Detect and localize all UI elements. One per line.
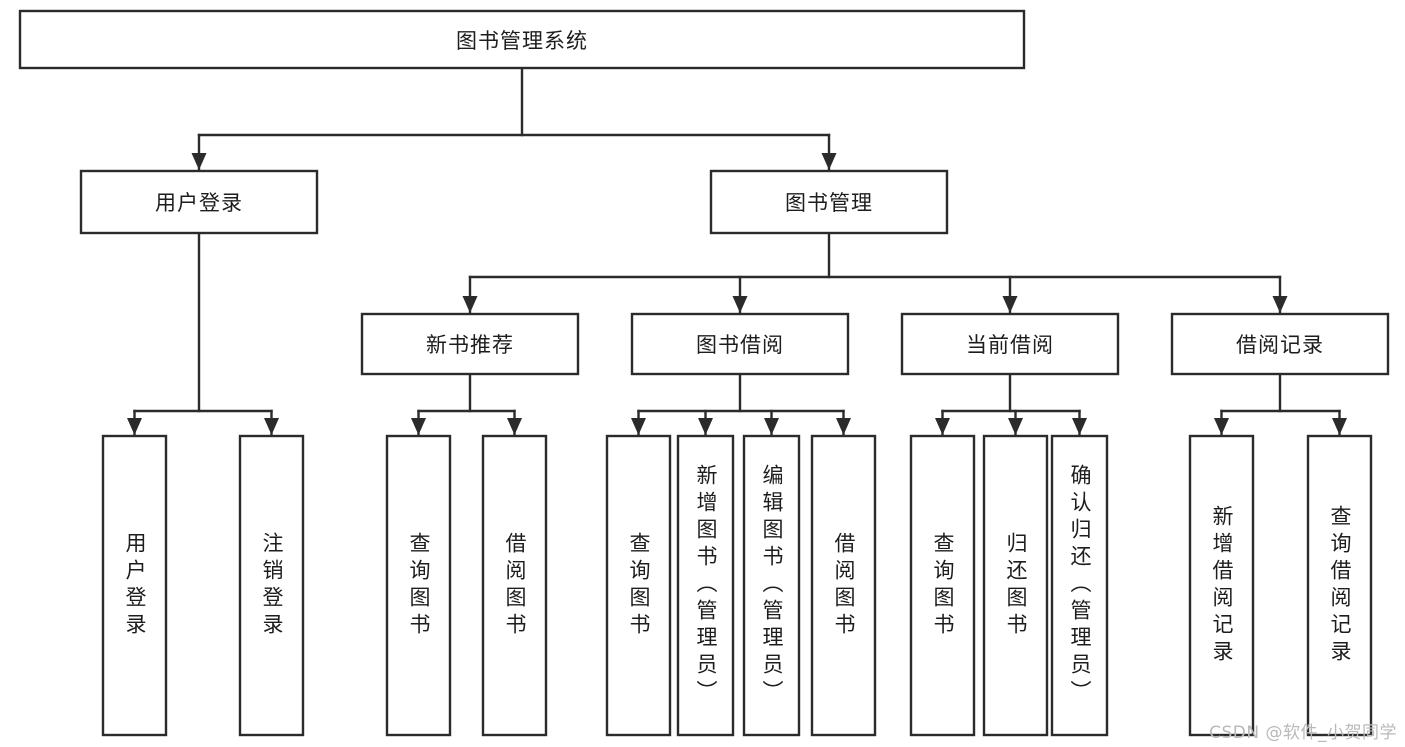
arrow-head-icon — [507, 418, 522, 435]
arrow-head-icon — [127, 418, 142, 435]
node-leaf-add-book[interactable] — [676, 434, 735, 737]
arrow-head-icon — [764, 418, 779, 435]
connector-layer — [127, 66, 1347, 437]
node-leaf-add-record[interactable] — [1188, 434, 1255, 737]
arrow-head-icon — [698, 418, 713, 435]
node-leaf-edit-book[interactable] — [742, 434, 801, 737]
node-root-system[interactable] — [18, 9, 1026, 70]
node-borrow-record[interactable] — [1170, 312, 1390, 376]
node-leaf-logout-login[interactable] — [238, 434, 305, 737]
arrow-head-icon — [191, 153, 207, 170]
node-box-layer — [18, 9, 1390, 737]
arrow-head-icon — [1008, 418, 1023, 435]
node-book-borrow[interactable] — [630, 312, 850, 376]
arrow-head-icon — [462, 296, 478, 313]
node-leaf-confirm-return[interactable] — [1050, 434, 1109, 737]
arrow-head-icon — [264, 418, 279, 435]
node-user-login[interactable] — [79, 169, 319, 235]
node-leaf-query-book-1[interactable] — [385, 434, 452, 737]
node-leaf-query-book-3[interactable] — [909, 434, 976, 737]
arrow-head-icon — [1002, 296, 1018, 313]
arrow-head-icon — [411, 418, 426, 435]
node-leaf-borrow-book-2[interactable] — [810, 434, 877, 737]
arrow-head-icon — [1214, 418, 1229, 435]
arrow-head-icon — [1072, 418, 1087, 435]
arrow-head-icon — [631, 418, 646, 435]
node-leaf-user-login[interactable] — [101, 434, 168, 737]
arrow-head-icon — [1332, 418, 1347, 435]
node-book-manage[interactable] — [709, 169, 949, 235]
node-leaf-query-book-2[interactable] — [605, 434, 672, 737]
node-new-book-recommend[interactable] — [360, 312, 580, 376]
watermark-text: CSDN @软件_小贺同学 — [1209, 723, 1397, 743]
node-current-borrow[interactable] — [900, 312, 1120, 376]
node-leaf-query-record[interactable] — [1306, 434, 1373, 737]
node-leaf-return-book[interactable] — [982, 434, 1049, 737]
arrow-head-icon — [1272, 296, 1288, 313]
arrow-head-icon — [836, 418, 851, 435]
arrow-head-icon — [821, 153, 837, 170]
arrow-head-icon — [935, 418, 950, 435]
node-leaf-borrow-book-1[interactable] — [481, 434, 548, 737]
arrow-head-icon — [732, 296, 748, 313]
